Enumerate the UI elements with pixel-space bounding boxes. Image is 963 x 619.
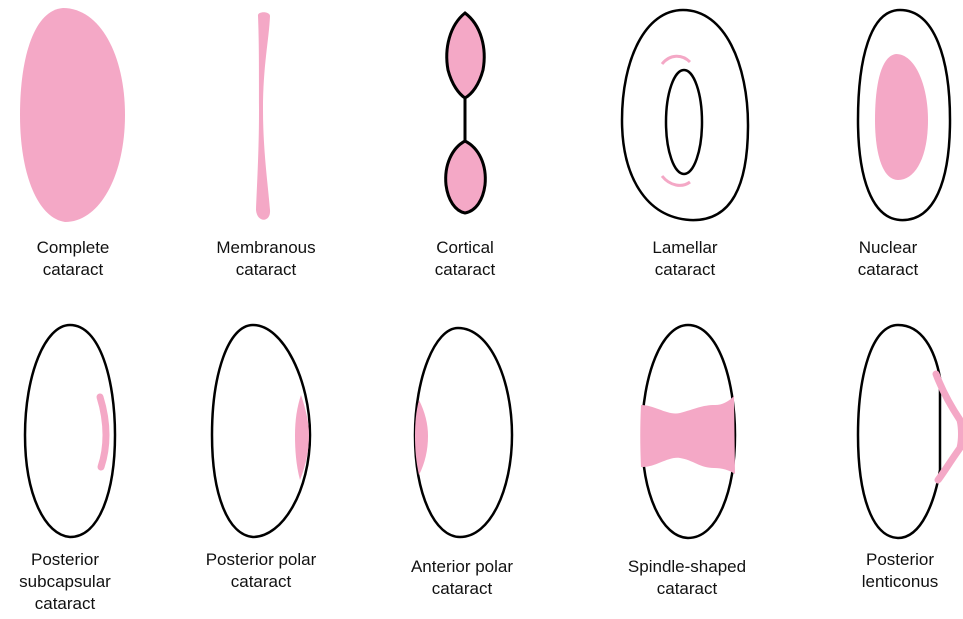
membranous-opacity xyxy=(256,12,270,220)
caption-posterior-subcapsular: Posterior subcapsular cataract xyxy=(0,549,140,615)
nuclear-opacity xyxy=(875,54,928,180)
posterior-subcapsular-illustration xyxy=(25,325,115,537)
spindle-shaped-illustration xyxy=(640,325,735,538)
caption-cortical: Cortical cataract xyxy=(390,237,540,281)
caption-posterior-lenticonus: Posterior lenticonus xyxy=(825,549,963,593)
caption-complete: Complete cataract xyxy=(0,237,148,281)
caption-nuclear: Nuclear cataract xyxy=(813,237,963,281)
cortical-upper-lobe xyxy=(447,13,484,98)
cortical-cataract-illustration xyxy=(446,13,486,213)
lamellar-inner-ellipse xyxy=(666,70,702,174)
nuclear-cataract-illustration xyxy=(858,10,950,220)
complete-opacity xyxy=(20,8,125,222)
anterior-polar-illustration xyxy=(415,328,512,537)
caption-anterior-polar: Anterior polar cataract xyxy=(387,556,537,600)
lamellar-upper-arc xyxy=(662,56,690,64)
spindle-shaped-opacity xyxy=(640,396,735,474)
complete-cataract-illustration xyxy=(20,8,125,222)
anterior-polar-lens-outline xyxy=(415,328,512,537)
posterior-subcapsular-lens-outline xyxy=(25,325,115,537)
caption-membranous: Membranous cataract xyxy=(191,237,341,281)
lamellar-cataract-illustration xyxy=(622,10,748,220)
cortical-lower-lobe xyxy=(446,141,486,213)
caption-lamellar: Lamellar cataract xyxy=(610,237,760,281)
lamellar-lens-outline xyxy=(622,10,748,220)
posterior-lenticonus-lens-outline xyxy=(858,325,940,538)
membranous-cataract-illustration xyxy=(256,12,270,220)
anterior-polar-opacity xyxy=(415,400,428,475)
posterior-subcapsular-opacity xyxy=(100,397,106,467)
caption-posterior-polar: Posterior polar cataract xyxy=(186,549,336,593)
lamellar-lower-arc xyxy=(662,176,690,185)
posterior-polar-illustration xyxy=(212,325,310,537)
posterior-lenticonus-illustration xyxy=(858,325,962,538)
caption-spindle-shaped: Spindle-shaped cataract xyxy=(612,556,762,600)
